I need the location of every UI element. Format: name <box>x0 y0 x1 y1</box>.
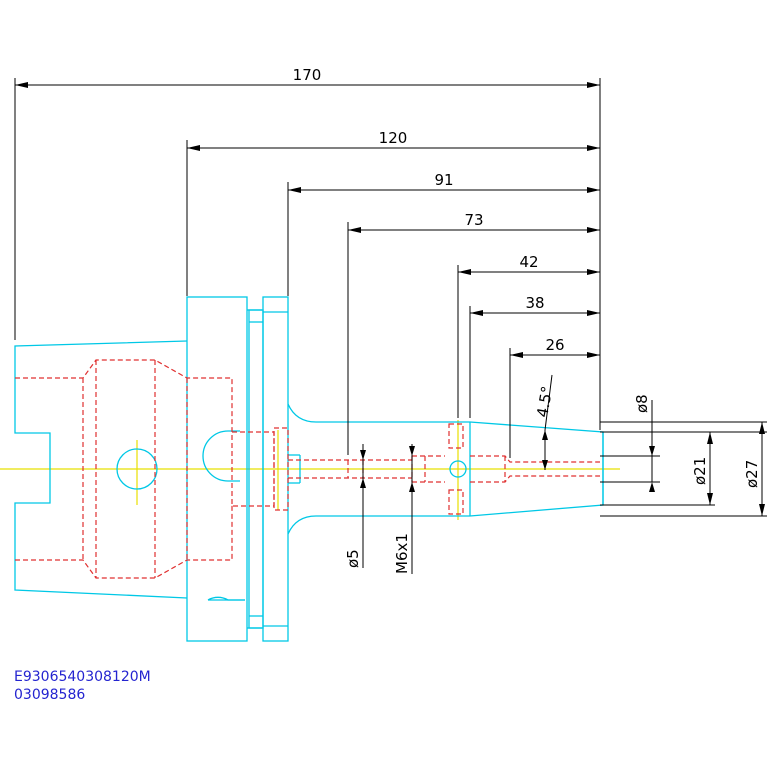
taper-angle-label: 4.5° <box>533 385 556 419</box>
part-serial: 03098586 <box>14 687 85 703</box>
dim-91-label: 91 <box>434 171 453 189</box>
body-diameter-label: ø27 <box>743 460 761 488</box>
dim-170-label: 170 <box>293 66 322 84</box>
ball <box>449 460 467 478</box>
keyway <box>202 430 240 482</box>
part-number-block: E9306540308120M 03098586 <box>14 669 151 703</box>
dimension-labels: 170 120 91 73 42 38 26 4.5° ø5 M6x1 ø8 ø… <box>293 66 761 574</box>
bore-diameter-label: ø5 <box>344 549 362 568</box>
dim-42-label: 42 <box>519 253 538 271</box>
thread-label: M6x1 <box>393 533 411 574</box>
shank-outline <box>14 340 188 599</box>
dim-120-label: 120 <box>379 129 408 147</box>
centerlines <box>0 420 620 520</box>
dim-73-label: 73 <box>464 211 483 229</box>
dimension-lines <box>14 78 767 574</box>
tip-diameter-label: ø8 <box>633 394 651 413</box>
nose-diameter-label: ø21 <box>691 457 709 485</box>
dim-26-label: 26 <box>545 336 564 354</box>
dim-38-label: 38 <box>525 294 544 312</box>
part-code: E9306540308120M <box>14 669 151 685</box>
cross-hole <box>116 448 158 490</box>
hidden-lines <box>15 359 600 579</box>
